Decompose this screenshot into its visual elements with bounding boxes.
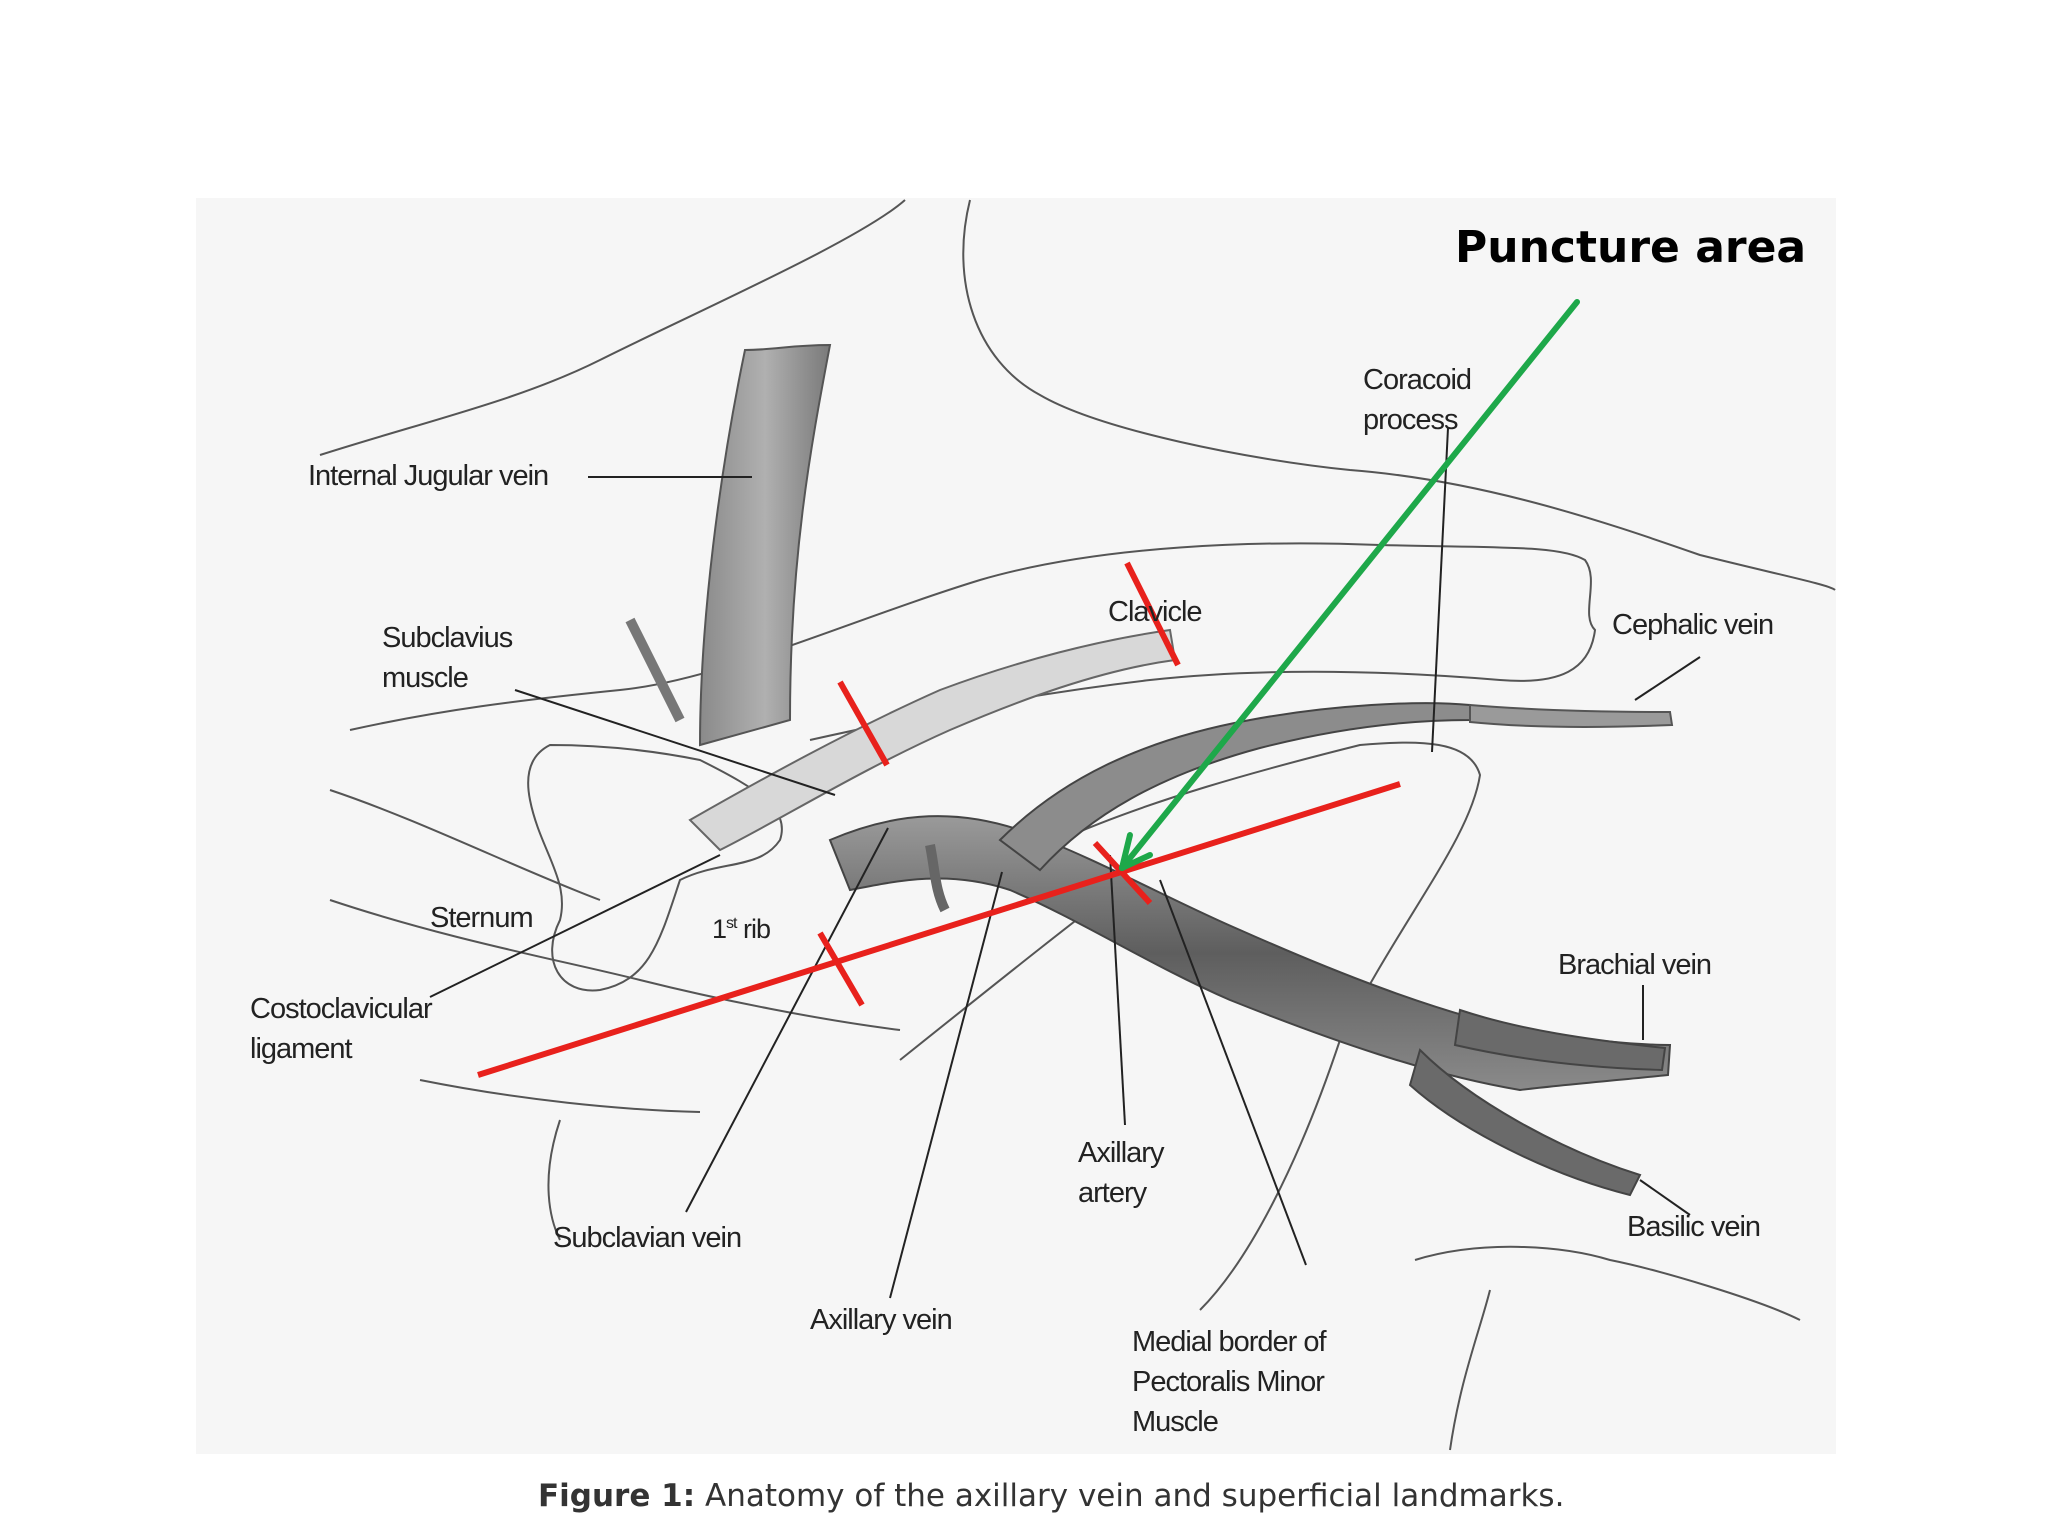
puncture-arrow <box>1119 299 1580 871</box>
internal-jugular-vein <box>698 343 832 747</box>
label-subclavius: Subclavius muscle <box>382 618 513 698</box>
caption-label: Figure 1: <box>538 1478 696 1514</box>
first-rib-outline <box>329 789 901 1241</box>
label-axillary-artery-line1: Axillary <box>1078 1137 1164 1169</box>
label-cephalic: Cephalic vein <box>1612 609 1774 641</box>
cephalic-vein <box>1469 703 1674 728</box>
label-axillary-artery-line2: artery <box>1078 1177 1147 1209</box>
figure-caption: Figure 1: Anatomy of the axillary vein a… <box>538 1478 1564 1514</box>
pectoralis-minor-outline <box>1059 741 1482 1311</box>
leader-axillary-artery <box>1109 854 1126 1126</box>
sternum-outline <box>527 743 783 992</box>
label-costoclavicular-line1: Costoclavicular <box>250 993 433 1025</box>
label-coracoid-line2: process <box>1363 404 1459 436</box>
axilla-contour <box>1449 1289 1491 1451</box>
leader-axillary-vein <box>889 871 1003 1299</box>
leader-costoclavicular <box>429 854 721 998</box>
label-clavicle: Clavicle <box>1108 596 1203 628</box>
label-sternum: Sternum <box>430 902 534 934</box>
vein-tributary <box>925 844 950 913</box>
label-basilic: Basilic vein <box>1627 1211 1761 1243</box>
tick-puncture-point <box>1092 840 1153 906</box>
clavicle-outline <box>349 542 1597 741</box>
label-costoclavicular-line2: ligament <box>250 1033 353 1065</box>
label-subclavian: Subclavian vein <box>553 1222 742 1254</box>
label-brachial: Brachial vein <box>1558 949 1712 981</box>
shoulder-contour <box>962 199 1836 591</box>
label-internal-jugular: Internal Jugular vein <box>308 460 549 492</box>
leader-pectoralis <box>1159 879 1307 1266</box>
lower-arm-contour <box>1414 1245 1801 1321</box>
brachial-vein <box>1453 1008 1667 1072</box>
label-pectoralis-line2: Pectoralis Minor <box>1132 1366 1325 1398</box>
label-pectoralis: Medial border of Pectoralis Minor Muscle <box>1132 1322 1327 1442</box>
puncture-line <box>477 781 1401 1078</box>
label-subclavius-line1: Subclavius <box>382 622 513 654</box>
label-axillary-vein: Axillary vein <box>810 1304 953 1336</box>
label-first-rib-sup: st <box>726 915 737 932</box>
jugular-branch <box>625 617 685 723</box>
leader-subclavius <box>514 689 836 796</box>
caption-text: Anatomy of the axillary vein and superfi… <box>705 1478 1565 1514</box>
label-first-rib-word: rib <box>736 914 771 944</box>
leader-basilic <box>1639 1179 1691 1216</box>
label-subclavius-line2: muscle <box>382 662 469 694</box>
tick-sternal-end <box>817 931 865 1007</box>
basilic-vein <box>1408 1048 1642 1197</box>
label-pectoralis-line3: Muscle <box>1132 1406 1219 1438</box>
tick-clavicle-lateral <box>1124 561 1181 667</box>
neck-contour <box>319 199 906 456</box>
label-coracoid: Coracoid process <box>1363 360 1472 440</box>
label-first-rib: 1st rib <box>712 904 771 949</box>
label-first-rib-number: 1 <box>712 914 727 944</box>
label-costoclavicular: Costoclavicular ligament <box>250 989 433 1069</box>
puncture-area-title: Puncture area <box>1455 222 1807 273</box>
label-axillary-artery: Axillary artery <box>1078 1133 1164 1213</box>
label-pectoralis-line1: Medial border of <box>1132 1326 1327 1358</box>
label-coracoid-line1: Coracoid <box>1363 364 1472 396</box>
leader-subclavian <box>685 827 889 1213</box>
leader-cephalic <box>1634 656 1701 701</box>
leader-coracoid <box>1431 427 1449 753</box>
tick-clavicle-medial <box>837 680 890 767</box>
